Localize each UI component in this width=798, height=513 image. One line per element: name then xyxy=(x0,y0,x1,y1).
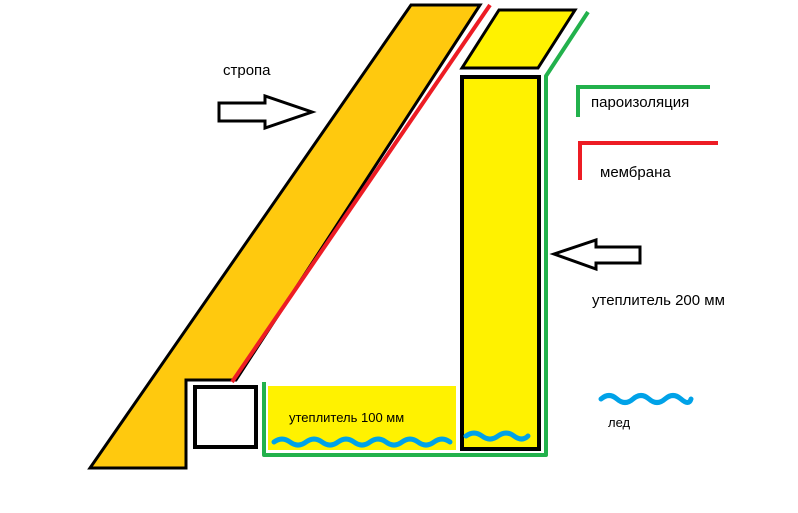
rafter-beam xyxy=(87,3,483,470)
rafter-label: стропа xyxy=(223,62,271,79)
insulation-100-label: утеплитель 100 мм xyxy=(289,410,404,425)
ice-squiggle-vertical xyxy=(463,430,531,442)
top-insulation-cap xyxy=(459,8,578,70)
ice-squiggle-icon xyxy=(598,393,694,405)
legend-vapor-barrier-swatch xyxy=(576,85,710,117)
ice-squiggle-floor xyxy=(271,436,453,448)
vapor-barrier-line xyxy=(262,10,590,457)
membrane-label: мембрана xyxy=(600,164,671,181)
vertical-insulation xyxy=(460,75,541,451)
arrow-left-icon xyxy=(549,237,642,272)
ice-label: лед xyxy=(608,415,631,430)
base-block xyxy=(193,385,258,449)
floor-insulation xyxy=(268,386,456,450)
vapor-barrier-label: пароизоляция xyxy=(591,94,689,111)
legend-membrane-swatch xyxy=(578,141,718,180)
arrow-right-icon xyxy=(217,93,317,131)
membrane-line xyxy=(230,3,492,384)
insulation-200-label: утеплитель 200 мм xyxy=(592,292,725,309)
